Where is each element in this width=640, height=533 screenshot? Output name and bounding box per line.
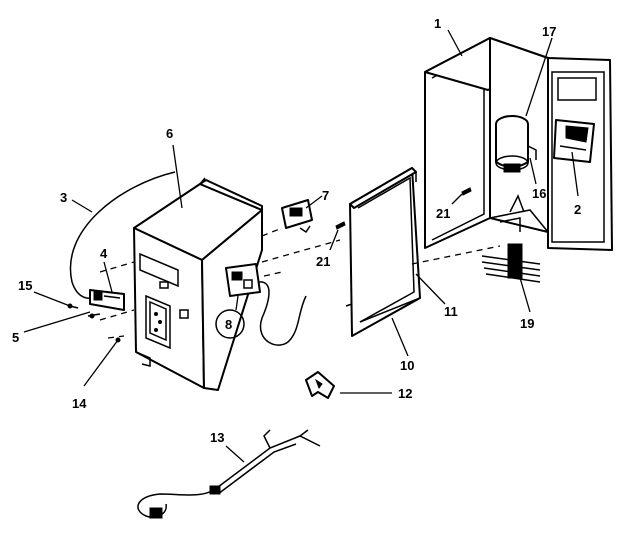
power-cord-part-13 bbox=[137, 429, 321, 519]
callout-15: 15 bbox=[18, 278, 32, 293]
callout-17: 17 bbox=[542, 24, 556, 39]
callout-6: 6 bbox=[166, 126, 173, 141]
door-panel-part-10 bbox=[345, 167, 421, 337]
callout-13: 13 bbox=[210, 430, 224, 445]
callout-11: 11 bbox=[444, 304, 458, 319]
callout-14: 14 bbox=[72, 396, 87, 411]
screw-part-21b bbox=[335, 221, 346, 230]
wire-harness-part-3 bbox=[69, 171, 176, 299]
callout-5: 5 bbox=[12, 330, 19, 345]
screw-part-15 bbox=[67, 303, 79, 309]
auger-motor-part-17 bbox=[495, 115, 537, 173]
callout-16: 16 bbox=[532, 186, 546, 201]
connector-part-4 bbox=[89, 289, 125, 311]
control-box-part-6 bbox=[133, 177, 263, 391]
leader-lines bbox=[23, 29, 579, 463]
callout-labels: 1 17 16 2 21 7 21 6 3 4 15 5 8 11 19 10 … bbox=[12, 16, 581, 445]
callout-10: 10 bbox=[400, 358, 414, 373]
callout-7: 7 bbox=[322, 188, 329, 203]
clip-part-12 bbox=[305, 371, 335, 399]
callout-12: 12 bbox=[398, 386, 412, 401]
callout-19: 19 bbox=[520, 316, 534, 331]
relay-part-8 bbox=[225, 263, 307, 346]
callout-3: 3 bbox=[60, 190, 67, 205]
callout-4: 4 bbox=[100, 246, 108, 261]
callout-2: 2 bbox=[574, 202, 581, 217]
screw-part-21a bbox=[461, 187, 472, 196]
callout-1: 1 bbox=[434, 16, 441, 31]
switch-part-7 bbox=[281, 199, 313, 234]
callout-8: 8 bbox=[225, 317, 232, 332]
callout-21a: 21 bbox=[436, 206, 450, 221]
callout-21b: 21 bbox=[316, 254, 330, 269]
terminal-block-part-19 bbox=[481, 243, 541, 283]
screw-part-5 bbox=[87, 313, 101, 319]
actuator-part-2 bbox=[553, 119, 595, 163]
